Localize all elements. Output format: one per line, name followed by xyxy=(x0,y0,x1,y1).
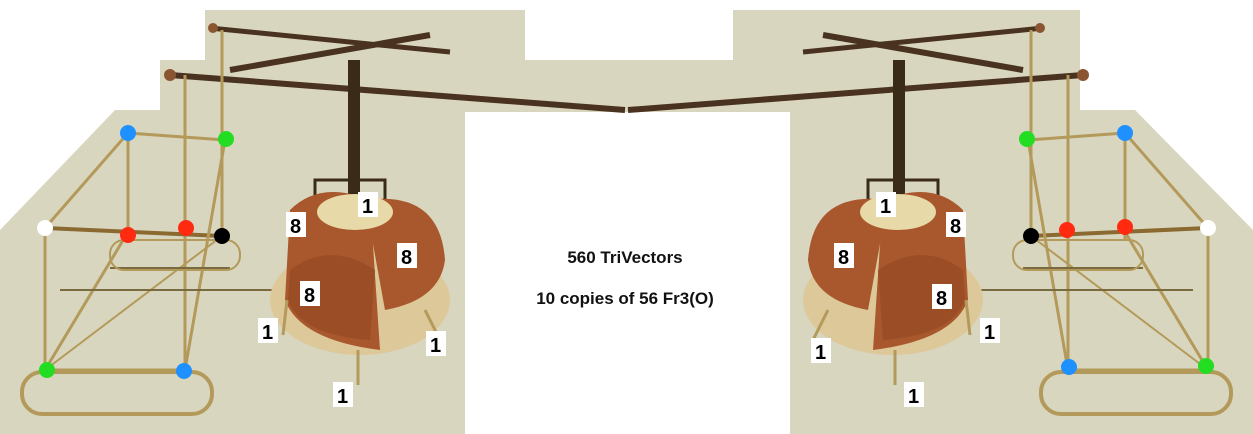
left-label-6: 1 xyxy=(430,335,441,357)
right-label-6: 1 xyxy=(815,342,826,364)
left-label-5: 1 xyxy=(262,322,273,344)
left-label-1: 1 xyxy=(362,196,373,218)
left-label-7: 1 xyxy=(337,386,348,408)
right-label-7: 1 xyxy=(908,386,919,408)
caption-copies: 10 copies of 56 Fr3(O) xyxy=(536,289,714,308)
right-label-5: 1 xyxy=(984,322,995,344)
left-label-4: 8 xyxy=(304,285,315,307)
left-apparatus xyxy=(20,23,626,416)
left-labels: 1 8 8 8 1 1 1 xyxy=(258,192,446,408)
left-label-2: 8 xyxy=(290,216,301,238)
right-label-4: 8 xyxy=(936,288,947,310)
right-label-3: 8 xyxy=(838,247,849,269)
right-label-2: 8 xyxy=(950,216,961,238)
right-label-1: 1 xyxy=(880,196,891,218)
left-label-3: 8 xyxy=(401,247,412,269)
right-labels: 1 8 8 8 1 1 1 xyxy=(811,192,1000,408)
caption-trivectors: 560 TriVectors xyxy=(567,248,683,267)
